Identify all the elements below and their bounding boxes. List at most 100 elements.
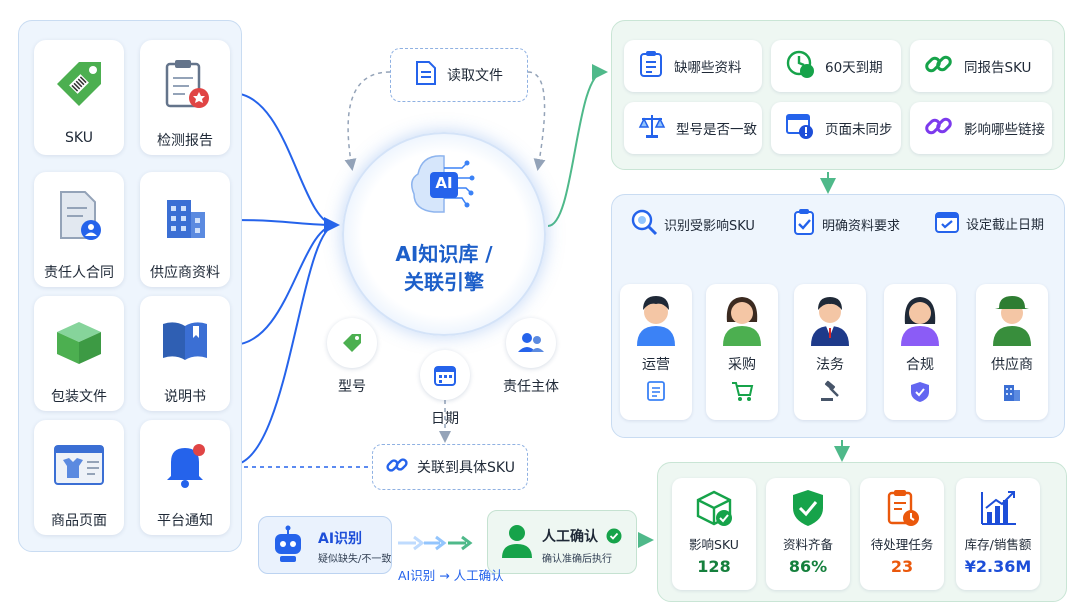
check-page-unsynced[interactable]: 页面未同步 [771,102,901,154]
check-label: 型号是否一致 [676,122,757,138]
step-doc-requirement[interactable]: 明确资料要求 [792,208,900,240]
link-sku-label: 关联到具体SKU [417,460,515,476]
robot-icon [268,524,308,568]
step-set-deadline[interactable]: 设定截止日期 [934,208,1044,238]
people-icon [506,318,556,368]
attr-model[interactable]: 型号 [327,318,377,396]
contract-person-icon [49,186,109,246]
check-missing-docs[interactable]: 缺哪些资料 [624,40,762,92]
engine-title-line2: 关联引擎 [404,270,484,294]
shield-check-icon [789,488,827,528]
person-avatar-icon [893,292,947,350]
step-label: 设定截止日期 [966,217,1045,233]
calendar-icon [420,350,470,400]
scale-icon [638,113,666,143]
document-icon [415,60,437,90]
link-icon [385,453,409,481]
manual-book-icon [155,310,215,370]
step-label: 明确资料要求 [822,218,901,234]
attr-owner[interactable]: 责任主体 [503,318,559,396]
check-label: 影响哪些链接 [964,122,1045,138]
ai-identify-subtitle: 疑似缺失/不一致 [318,554,392,565]
stat-inventory-sales: 库存/销售额 ¥2.36M [956,478,1040,590]
tag-icon [327,318,377,368]
source-contract[interactable]: 责任人合同 [34,172,124,287]
read-file-box[interactable]: 读取文件 [390,48,528,102]
human-confirm-title: 人工确认 [542,529,598,545]
person-icon [500,522,534,562]
check-circle-icon [606,528,622,548]
package-box-icon [49,310,109,370]
source-label: 检测报告 [157,133,213,149]
source-supplier[interactable]: 供应商资料 [140,172,230,287]
source-label: 平台通知 [157,513,213,529]
stat-value: 23 [890,557,914,576]
check-60-days[interactable]: 60天到期 [771,40,901,92]
source-packaging[interactable]: 包装文件 [34,296,124,411]
role-procurement[interactable]: 采购 [706,284,778,420]
shield-check-icon [909,380,931,408]
building-icon [155,186,215,246]
chain-icon [924,111,954,145]
task-clock-icon [882,488,922,528]
gavel-icon [818,380,842,406]
list-doc-icon [645,380,667,406]
ai-badge: AI [435,174,453,192]
role-supplier[interactable]: 供应商 [976,284,1048,420]
read-file-label: 读取文件 [447,68,503,84]
person-avatar-icon [715,292,769,350]
source-product-page[interactable]: 商品页面 [34,420,124,535]
link-icon [924,49,954,83]
role-legal[interactable]: 法务 [794,284,866,420]
source-platform-notice[interactable]: 平台通知 [140,420,230,535]
stat-pending-tasks: 待处理任务 23 [860,478,944,590]
check-label: 60天到期 [825,60,883,76]
product-page-icon [49,434,109,494]
stat-label: 资料齐备 [782,537,833,552]
attr-label: 日期 [431,411,459,427]
bar-chart-icon [978,488,1018,528]
check-label: 缺哪些资料 [674,60,742,76]
flow-caption: AI识别 → 人工确认 [398,568,504,583]
source-label: 商品页面 [51,513,107,529]
source-sku[interactable]: SKU [34,40,124,155]
stat-affected-sku: 影响SKU 128 [672,478,756,590]
source-label: 说明书 [164,389,206,405]
engine-title: AI知识库 / 关联引擎 [342,240,546,296]
stat-docs-complete: 资料齐备 86% [766,478,850,590]
stat-value: 86% [788,557,828,576]
clock-60-icon [785,49,815,83]
step-identify-sku[interactable]: 识别受影响SKU [630,208,755,240]
attr-date[interactable]: 日期 [420,350,470,428]
ai-identify-title: AI识别 [318,531,363,547]
role-operations[interactable]: 运营 [620,284,692,420]
building-icon [1001,380,1023,406]
link-sku-box[interactable]: 关联到具体SKU [372,444,528,490]
source-manual[interactable]: 说明书 [140,296,230,411]
role-label: 法务 [816,357,844,373]
notification-bell-icon [155,434,215,494]
stat-label: 影响SKU [689,537,739,552]
price-tag-icon [49,54,109,114]
source-label: 包装文件 [51,389,107,405]
stat-label: 待处理任务 [870,537,934,552]
check-label: 页面未同步 [825,122,893,138]
stat-value: 128 [697,557,731,576]
check-same-report[interactable]: 同报告SKU [910,40,1052,92]
step-label: 识别受影响SKU [664,218,755,234]
check-model-consistency[interactable]: 型号是否一致 [624,102,762,154]
stat-value: ¥2.36M [964,557,1032,576]
person-avatar-icon [629,292,683,350]
check-label: 同报告SKU [964,60,1032,76]
check-affected-links[interactable]: 影响哪些链接 [910,102,1052,154]
shopping-cart-icon [730,380,754,406]
role-label: 运营 [642,357,670,373]
box-check-icon [694,488,734,528]
source-test-report[interactable]: 检测报告 [140,40,230,155]
source-label: 供应商资料 [150,265,220,281]
person-avatar-icon [803,292,857,350]
role-label: 合规 [906,357,934,373]
role-label: 采购 [728,357,756,373]
person-avatar-icon [985,292,1039,350]
role-compliance[interactable]: 合规 [884,284,956,420]
